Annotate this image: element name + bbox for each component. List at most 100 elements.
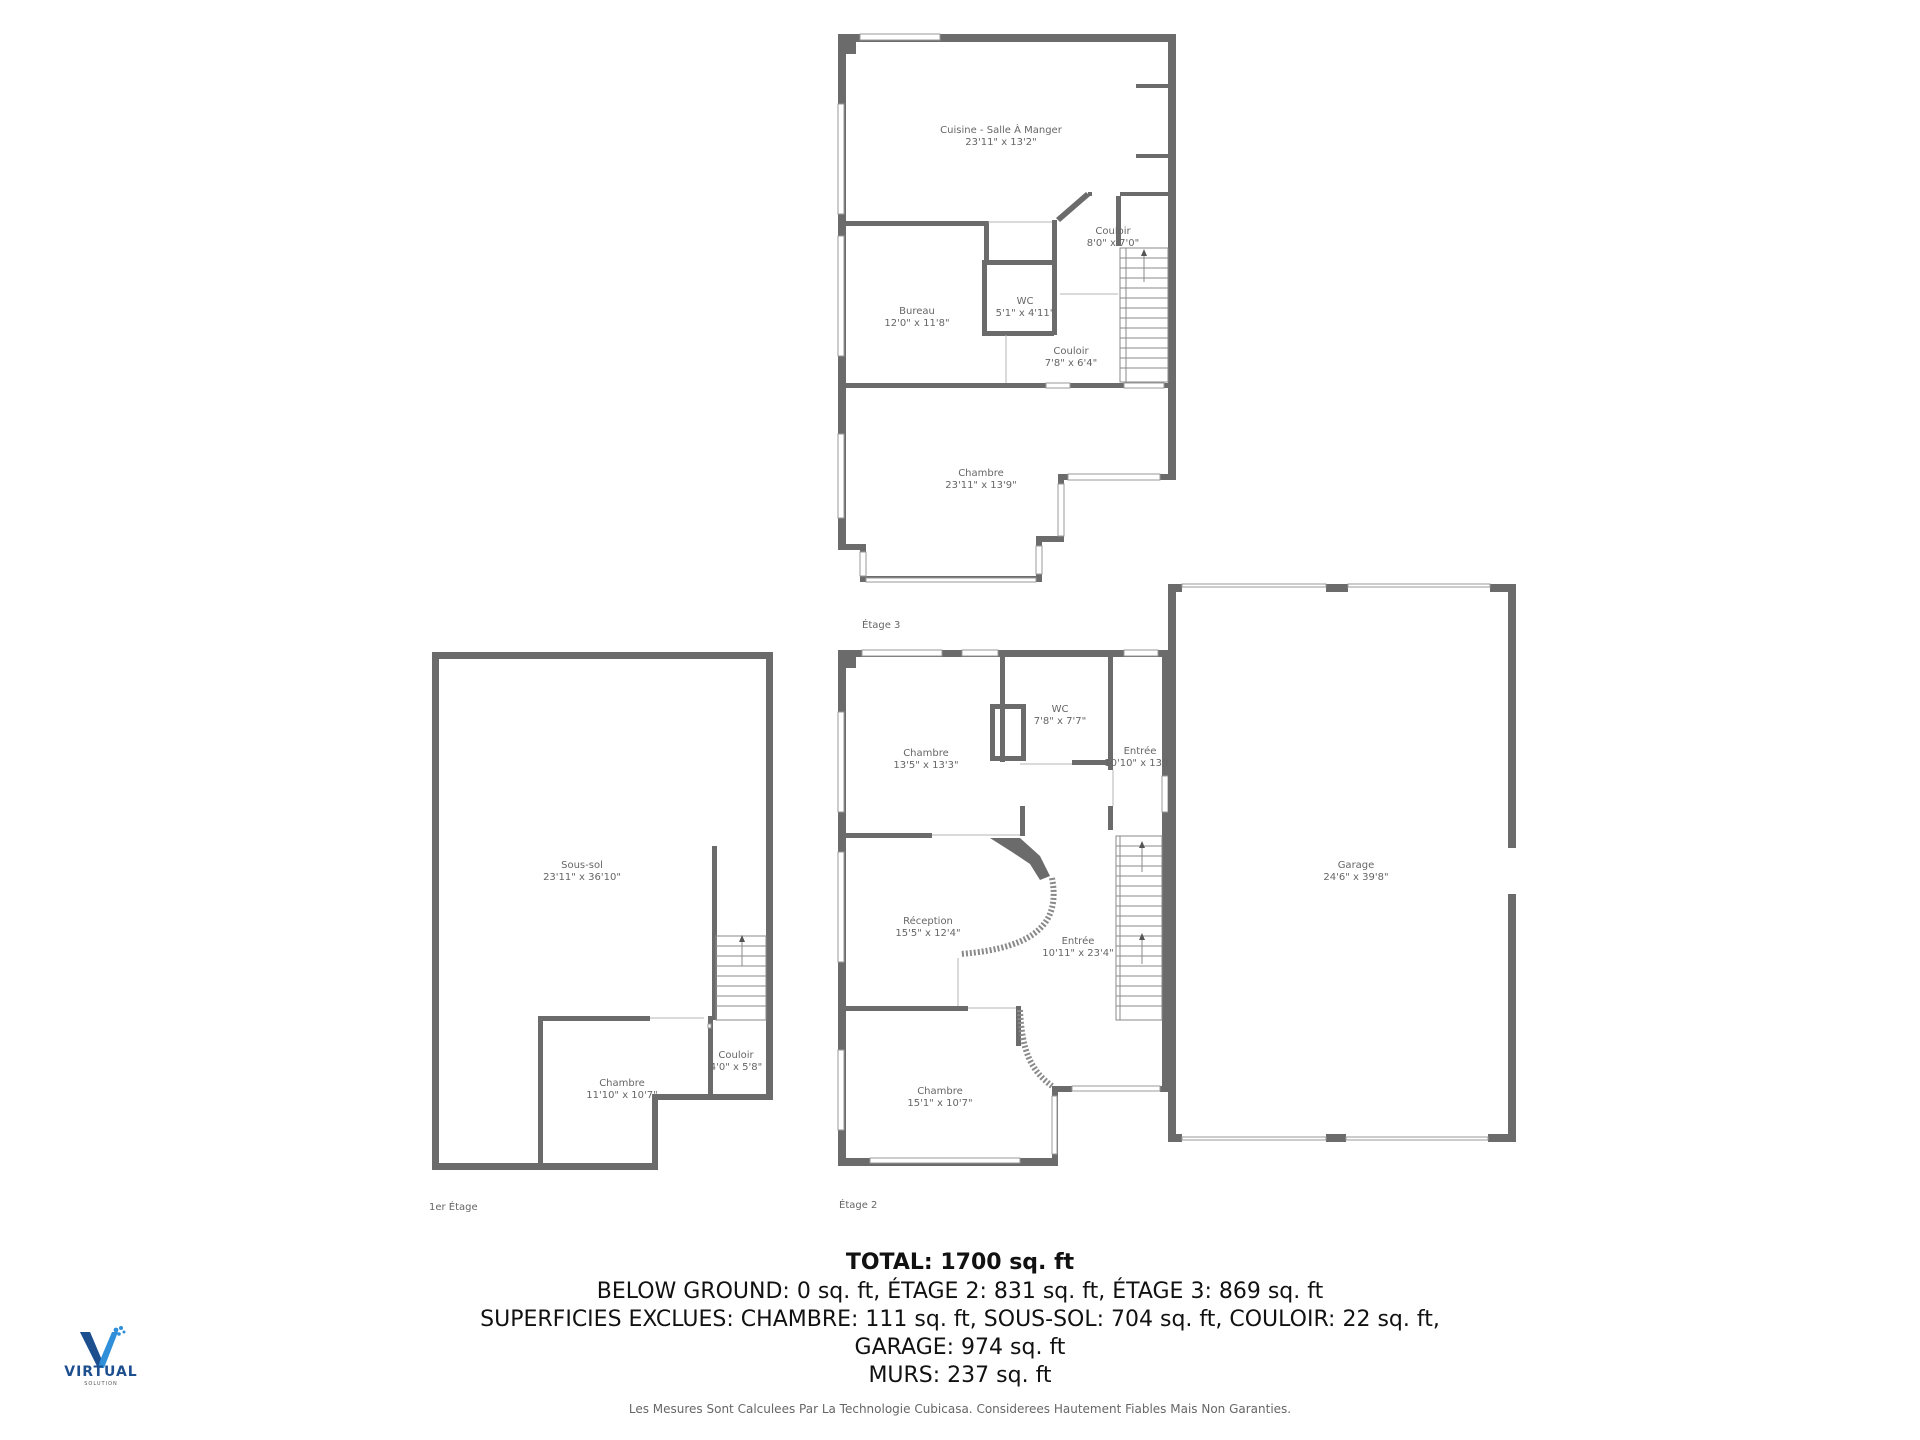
door <box>1123 382 1165 389</box>
room-dims: 23'11" x 13'2" <box>965 137 1037 148</box>
room-dims: 12'0" x 11'8" <box>884 318 949 329</box>
room-dims: 5'1" x 4'11" <box>996 308 1055 319</box>
wall <box>1036 536 1064 542</box>
window <box>1161 775 1169 813</box>
floor-etage2: Chambre 13'5" x 13'3" WC 7'8" x 7'7" Ent… <box>837 649 1176 1211</box>
room-dims: 7'8" x 7'7" <box>1034 716 1086 727</box>
door <box>1045 382 1071 389</box>
wall <box>838 1006 968 1011</box>
window <box>865 577 1037 583</box>
disclaimer: Les Mesures Sont Calculees Par La Techno… <box>628 1402 1292 1416</box>
wall <box>1162 650 1168 1090</box>
wall <box>1072 760 1112 765</box>
wall <box>1168 584 1176 1142</box>
wall <box>838 383 1168 388</box>
floor-label: Étage 3 <box>862 618 900 631</box>
wall <box>538 1016 650 1021</box>
wall <box>838 544 866 550</box>
room-name: Chambre <box>599 1078 645 1089</box>
floor-etage1: Sous-sol 23'11" x 36'10" Couloir 4'0" x … <box>429 652 773 1213</box>
window <box>837 851 845 963</box>
room-dims: 23'11" x 36'10" <box>543 872 621 883</box>
wall <box>838 833 932 838</box>
window <box>837 103 845 215</box>
wall <box>1021 704 1026 760</box>
wall <box>1052 220 1057 265</box>
room-dims: 10'11" x 23'4" <box>1042 948 1114 959</box>
wall <box>1020 806 1025 836</box>
summary-excluded-1: SUPERFICIES EXCLUES: CHAMBRE: 111 sq. ft… <box>480 1307 1440 1332</box>
window <box>837 711 845 813</box>
wall <box>1088 192 1092 196</box>
room-dims: 10'10" x 13'6" <box>1104 758 1176 769</box>
wall <box>838 34 856 54</box>
wall <box>1120 192 1172 196</box>
room-dims: 23'11" x 13'9" <box>945 480 1017 491</box>
room-dims: 13'5" x 13'3" <box>893 760 958 771</box>
logo-text: VIRTUAL <box>64 1364 138 1380</box>
wall <box>990 838 1050 880</box>
wall <box>1168 584 1182 592</box>
wall <box>984 221 989 263</box>
window <box>1051 1095 1058 1155</box>
logo-subtext: SOLUTION <box>84 1381 118 1387</box>
wall <box>982 260 987 335</box>
room-name: Couloir <box>718 1050 754 1061</box>
wall <box>1488 1134 1514 1142</box>
wall <box>538 1016 543 1168</box>
wall <box>1160 1086 1172 1092</box>
window <box>961 649 999 657</box>
garage-door <box>1347 583 1491 588</box>
summary-below-ground: BELOW GROUND: 0 sq. ft, ÉTAGE 2: 831 sq.… <box>596 1279 1324 1304</box>
wall <box>990 704 1024 709</box>
window <box>869 1157 1021 1164</box>
window <box>1067 473 1161 481</box>
floor-etage3: Cuisine - Salle À Manger 23'11" x 13'2" … <box>837 33 1176 631</box>
wall <box>838 221 988 226</box>
wall <box>1168 1134 1182 1142</box>
window <box>1057 483 1065 537</box>
room-name: Entrée <box>1124 745 1157 757</box>
garage-door <box>1181 1136 1327 1141</box>
wall <box>708 1016 713 1096</box>
wall <box>984 260 1056 265</box>
room-dims: 7'8" x 6'4" <box>1045 358 1097 369</box>
room-name: Chambre <box>917 1086 963 1097</box>
wall <box>652 1094 772 1100</box>
room-dims: 24'6" x 39'8" <box>1323 872 1388 883</box>
window <box>837 433 845 519</box>
room-name: Couloir <box>1095 226 1131 237</box>
wall <box>990 756 1026 761</box>
room-dims: 11'10" x 10'7" <box>586 1090 658 1101</box>
summary-walls: MURS: 237 sq. ft <box>868 1363 1052 1388</box>
window <box>837 1049 845 1131</box>
room-dims: 8'0" x 7'0" <box>1087 238 1139 249</box>
window <box>859 551 867 577</box>
wall <box>1326 1134 1346 1142</box>
curved-stair <box>959 877 1057 957</box>
wall <box>652 1094 658 1170</box>
room-name: Couloir <box>1053 346 1089 357</box>
wall <box>1490 584 1514 592</box>
wall <box>432 1163 658 1170</box>
window <box>861 649 943 657</box>
window <box>1123 649 1159 657</box>
room-name: Chambre <box>958 468 1004 479</box>
window <box>837 235 845 357</box>
room-name: Cuisine - Salle À Manger <box>940 123 1063 136</box>
staircase <box>1115 835 1163 1021</box>
room-name: Chambre <box>903 748 949 759</box>
room-dims: 15'5" x 12'4" <box>895 928 960 939</box>
garage: Garage 24'6" x 39'8" <box>1168 583 1516 1142</box>
curved-stair <box>1017 1009 1054 1089</box>
staircase <box>1119 247 1169 383</box>
wall <box>1056 192 1090 222</box>
floor-label: 1er Étage <box>429 1200 478 1213</box>
summary-total: TOTAL: 1700 sq. ft <box>845 1250 1075 1275</box>
wall <box>1168 34 1176 480</box>
wall <box>982 331 1054 336</box>
wall <box>1136 154 1172 158</box>
wall <box>838 34 1176 42</box>
staircase <box>715 935 767 1021</box>
